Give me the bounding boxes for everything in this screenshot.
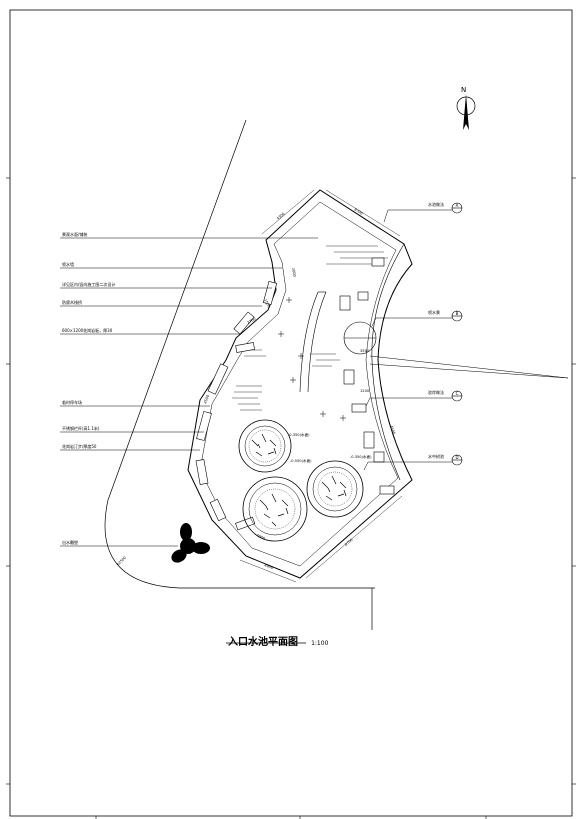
svg-text:4300: 4300 bbox=[276, 211, 286, 220]
svg-text:景观水面/铺装: 景观水面/铺装 bbox=[62, 231, 87, 237]
svg-text:C: C bbox=[456, 391, 459, 396]
svg-text:4500: 4500 bbox=[389, 425, 396, 436]
svg-text:8700: 8700 bbox=[344, 537, 354, 546]
svg-text:1500: 1500 bbox=[263, 299, 271, 310]
right-leaders bbox=[363, 209, 452, 471]
left-notes: 景观水面/铺装 喷水墙 详见区内/竖向施工图二次设计 防腐木栈桥 600×120… bbox=[62, 231, 115, 545]
svg-text:2700: 2700 bbox=[247, 316, 258, 324]
tree-pool-2 bbox=[306, 460, 364, 518]
callout-circles bbox=[451, 202, 463, 466]
central-walkway bbox=[299, 291, 327, 393]
drawing-frame bbox=[9, 9, 573, 817]
svg-text:-0.550(水面): -0.550(水面) bbox=[290, 458, 312, 463]
svg-text:花岗岩汀步/厚度50: 花岗岩汀步/厚度50 bbox=[62, 443, 97, 449]
svg-text:临时停车场: 临时停车场 bbox=[62, 399, 82, 405]
dimension-lines bbox=[239, 189, 403, 583]
level-texts: -0.350(水面) -0.550(水面) -0.350(水面) bbox=[288, 432, 372, 463]
site-boundary bbox=[104, 119, 375, 630]
svg-text:详见区内/竖向施工图二次设计: 详见区内/竖向施工图二次设计 bbox=[62, 281, 115, 287]
svg-text:4000: 4000 bbox=[256, 533, 267, 541]
scale-text: 1:100 bbox=[311, 640, 329, 647]
svg-text:R2500: R2500 bbox=[116, 555, 128, 567]
left-leaders bbox=[60, 237, 318, 547]
title-text: 入口水池平面图 bbox=[228, 637, 298, 648]
svg-text:600×1200花岗岩板，厚30: 600×1200花岗岩板，厚30 bbox=[62, 327, 113, 333]
svg-text:-0.350(水面): -0.350(水面) bbox=[288, 432, 310, 437]
svg-text:2000: 2000 bbox=[291, 267, 297, 277]
drawing-title: 入口水池平面图 1:100 bbox=[228, 630, 328, 649]
svg-text:6700: 6700 bbox=[353, 207, 363, 216]
svg-text:3500: 3500 bbox=[360, 349, 370, 353]
svg-text:出水雕塑: 出水雕塑 bbox=[62, 539, 78, 545]
right-notes: 水池做法 喷水景 驳岸做法 水中树池 bbox=[428, 201, 444, 459]
svg-text:水中树池: 水中树池 bbox=[428, 453, 444, 459]
svg-text:水池做法: 水池做法 bbox=[428, 201, 444, 207]
svg-text:A: A bbox=[456, 203, 459, 208]
tree-pool-1 bbox=[238, 419, 292, 473]
section-line bbox=[369, 355, 569, 379]
svg-text:喷水景: 喷水景 bbox=[428, 309, 440, 315]
svg-text:D: D bbox=[455, 455, 458, 460]
svg-text:B: B bbox=[456, 311, 459, 316]
plant-symbols bbox=[278, 297, 346, 421]
pool-inner-edge bbox=[199, 201, 399, 567]
frame-ticks bbox=[6, 177, 576, 819]
svg-text:驳岸做法: 驳岸做法 bbox=[428, 389, 444, 395]
pier-blocks bbox=[339, 257, 395, 495]
water-hatch bbox=[232, 245, 388, 411]
stepping-stones bbox=[195, 280, 278, 531]
north-label: N bbox=[461, 86, 466, 94]
svg-text:不锈钢栏杆(高1.1米): 不锈钢栏杆(高1.1米) bbox=[62, 425, 100, 431]
north-arrow-icon: N bbox=[456, 86, 476, 130]
svg-text:4500: 4500 bbox=[203, 394, 210, 405]
svg-text:防腐木栈桥: 防腐木栈桥 bbox=[62, 299, 82, 305]
tree-pool-3 bbox=[242, 476, 308, 542]
svg-text:4900: 4900 bbox=[264, 563, 275, 570]
svg-text:1200: 1200 bbox=[360, 389, 370, 393]
svg-text:-0.350(水面): -0.350(水面) bbox=[350, 454, 372, 459]
sculpture-icon bbox=[171, 523, 210, 563]
fountain-circle bbox=[343, 321, 377, 355]
svg-text:喷水墙: 喷水墙 bbox=[62, 261, 74, 267]
callout-tags: A B C D bbox=[455, 203, 458, 460]
pool-outline bbox=[187, 189, 413, 579]
dimension-texts: 4300 6700 2000 1500 2700 4500 3500 1200 … bbox=[116, 207, 396, 570]
